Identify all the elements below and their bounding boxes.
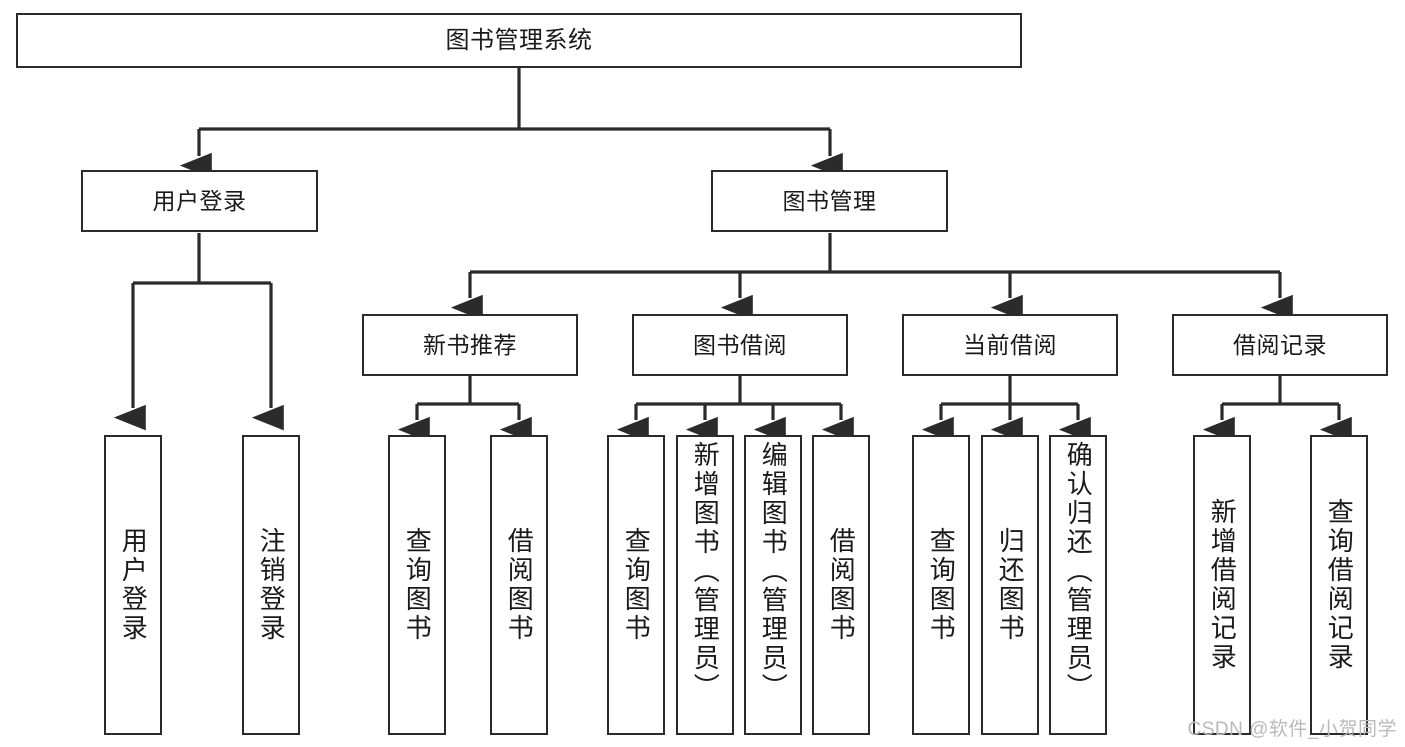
- leaf-user-login[interactable]: 用户登录: [104, 435, 162, 735]
- node-book-borrow[interactable]: 图书借阅: [632, 314, 848, 376]
- leaf-return-book[interactable]: 归还图书: [981, 435, 1039, 735]
- leaf-borrow-book-borrow[interactable]: 借阅图书: [812, 435, 870, 735]
- leaf-user-login-label: 用户登录: [118, 527, 149, 643]
- node-new-book-recommendation[interactable]: 新书推荐: [362, 314, 578, 376]
- node-borrow-record[interactable]: 借阅记录: [1172, 314, 1388, 376]
- node-book-borrow-label: 图书借阅: [693, 331, 787, 358]
- node-new-book-recommendation-label: 新书推荐: [423, 331, 517, 358]
- leaf-logout[interactable]: 注销登录: [242, 435, 300, 735]
- watermark: CSDN @软件_小贺同学: [1187, 719, 1397, 740]
- leaf-query-book-borrow[interactable]: 查询图书: [607, 435, 665, 735]
- leaf-query-borrow-record[interactable]: 查询借阅记录: [1310, 435, 1368, 735]
- leaf-query-book-recommend[interactable]: 查询图书: [388, 435, 446, 735]
- leaf-edit-book-admin-label: 编辑图书（管理员）: [758, 441, 789, 702]
- node-root[interactable]: 图书管理系统: [16, 13, 1022, 68]
- leaf-edit-book-admin[interactable]: 编辑图书（管理员）: [744, 435, 802, 735]
- leaf-logout-label: 注销登录: [256, 527, 287, 643]
- node-root-label: 图书管理系统: [445, 26, 593, 54]
- leaf-query-book-current-label: 查询图书: [926, 527, 957, 643]
- leaf-borrow-book-borrow-label: 借阅图书: [826, 527, 857, 643]
- node-borrow-record-label: 借阅记录: [1233, 331, 1327, 358]
- node-book-management-label: 图书管理: [782, 187, 877, 214]
- leaf-borrow-book-recommend[interactable]: 借阅图书: [490, 435, 548, 735]
- leaf-add-book-admin[interactable]: 新增图书（管理员）: [676, 435, 734, 735]
- leaf-query-book-recommend-label: 查询图书: [402, 527, 433, 643]
- node-current-borrow[interactable]: 当前借阅: [902, 314, 1118, 376]
- leaf-query-borrow-record-label: 查询借阅记录: [1324, 498, 1355, 672]
- leaf-add-borrow-record-label: 新增借阅记录: [1207, 498, 1238, 672]
- leaf-query-book-borrow-label: 查询图书: [621, 527, 652, 643]
- node-user-login-label: 用户登录: [152, 187, 247, 214]
- leaf-return-book-label: 归还图书: [995, 527, 1026, 643]
- leaf-add-borrow-record[interactable]: 新增借阅记录: [1193, 435, 1251, 735]
- leaf-borrow-book-recommend-label: 借阅图书: [504, 527, 535, 643]
- node-user-login[interactable]: 用户登录: [81, 170, 318, 232]
- leaf-query-book-current[interactable]: 查询图书: [912, 435, 970, 735]
- node-current-borrow-label: 当前借阅: [963, 331, 1057, 358]
- leaf-add-book-admin-label: 新增图书（管理员）: [690, 441, 721, 702]
- node-book-management[interactable]: 图书管理: [711, 170, 948, 232]
- leaf-confirm-return-admin-label: 确认归还（管理员）: [1063, 441, 1094, 702]
- leaf-confirm-return-admin[interactable]: 确认归还（管理员）: [1049, 435, 1107, 735]
